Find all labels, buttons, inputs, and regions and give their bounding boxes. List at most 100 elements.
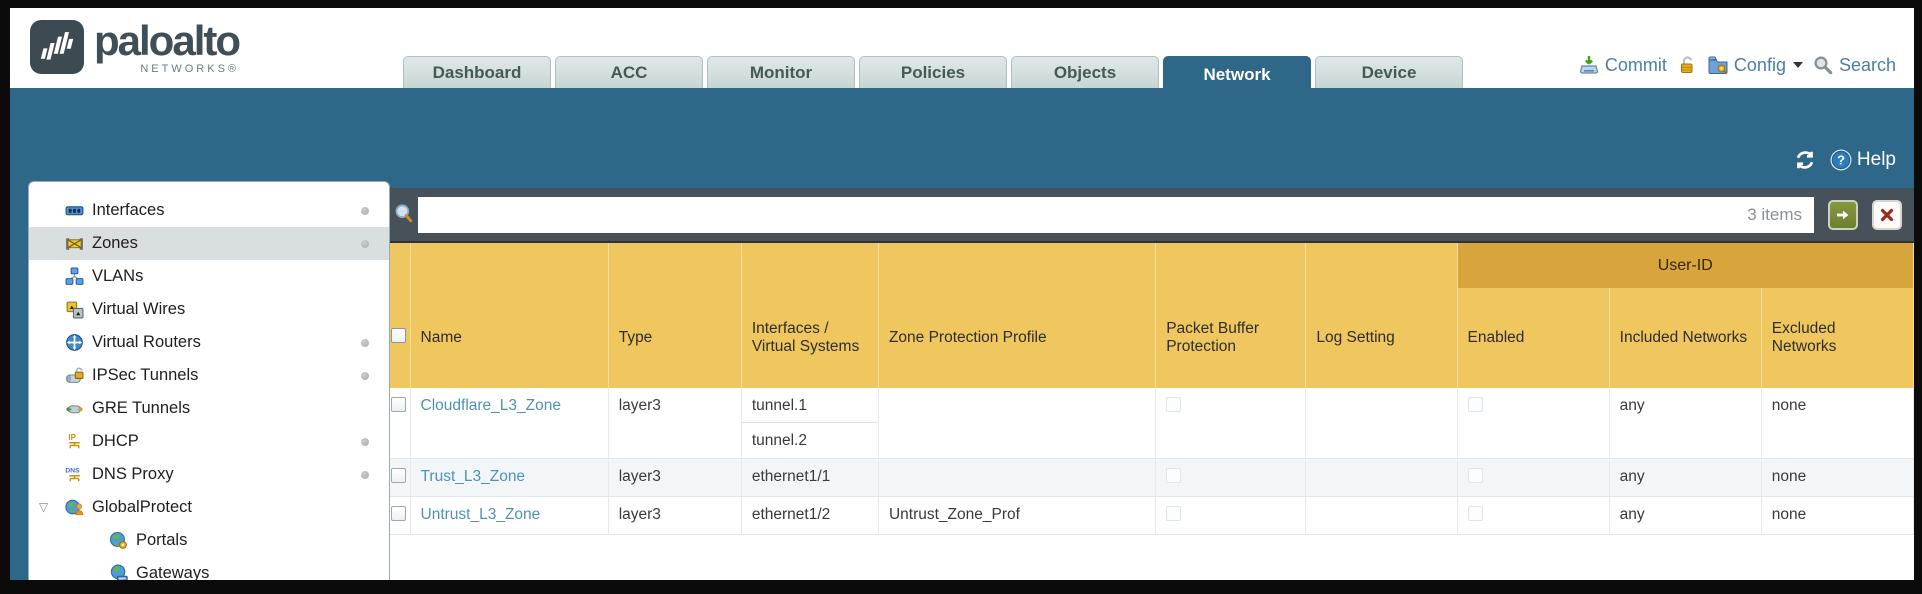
row-checkbox[interactable] [391, 506, 407, 521]
row-select-cell [388, 496, 411, 535]
sidebar-item-dhcp[interactable]: IP DHCP [29, 425, 389, 458]
sidebar-item-label: DNS Proxy [92, 465, 174, 483]
apply-filter-button[interactable] [1828, 200, 1858, 230]
included-networks-cell: any [1609, 496, 1762, 535]
sidebar-item-zones[interactable]: Zones [29, 227, 389, 260]
dhcp-icon: IP [65, 432, 84, 451]
help-button[interactable]: ? Help [1829, 148, 1896, 172]
unlock-icon[interactable] [1676, 54, 1698, 76]
expander-icon[interactable]: ▽ [39, 500, 49, 514]
commit-icon [1578, 54, 1600, 76]
teal-band: ? Help [10, 88, 1914, 188]
log-setting-cell [1305, 458, 1458, 497]
portals-icon [109, 531, 128, 550]
sidebar-item-vlans[interactable]: VLANs [29, 260, 389, 293]
logo-brand: paloalto [94, 17, 241, 64]
zone-name-cell: Cloudflare_L3_Zone [410, 388, 609, 459]
header-spacer [741, 243, 879, 288]
sidebar-item-globalprotect[interactable]: ▽GlobalProtect [29, 491, 389, 524]
globalprotect-icon [65, 498, 84, 517]
commit-button[interactable]: Commit [1578, 54, 1667, 76]
log-setting-cell [1305, 496, 1458, 535]
tab-policies[interactable]: Policies [859, 56, 1007, 88]
column-header-included-networks[interactable]: Included Networks [1609, 288, 1762, 388]
row-checkbox[interactable] [391, 397, 407, 412]
sidebar-item-ipsec-tunnels[interactable]: IPSec Tunnels [29, 359, 389, 392]
tab-monitor[interactable]: Monitor [707, 56, 855, 88]
row-checkbox[interactable] [391, 468, 407, 483]
sidebar-item-portals[interactable]: Portals [29, 524, 389, 557]
tab-device[interactable]: Device [1315, 56, 1463, 88]
sidebar-item-label: VLANs [92, 267, 144, 285]
user-id-group-header: User-ID [1457, 243, 1914, 288]
interface-entry: tunnel.2 [751, 432, 807, 449]
tab-dashboard[interactable]: Dashboard [403, 56, 551, 88]
status-dot [361, 372, 369, 380]
filter-bar: 3 items [388, 188, 1914, 243]
tab-network[interactable]: Network [1163, 56, 1311, 93]
user-id-enabled-cell [1457, 458, 1610, 497]
tab-acc[interactable]: ACC [555, 56, 703, 88]
column-header-name[interactable]: Name [410, 288, 609, 388]
sidebar-item-virtual-wires[interactable]: Virtual Wires [29, 293, 389, 326]
interfaces-cell: ethernet1/2 [741, 496, 879, 535]
column-header-excluded-networks[interactable]: Excluded Networks [1761, 288, 1914, 388]
logo-sub: NETWORKS® [140, 63, 240, 75]
header-actions: Commit Co [1578, 54, 1896, 76]
interface-entry: ethernet1/2 [751, 506, 831, 523]
sidebar-item-virtual-routers[interactable]: Virtual Routers [29, 326, 389, 359]
sidebar-item-label: Portals [136, 531, 188, 549]
zone-protection-profile-cell [878, 388, 1157, 459]
sidebar-item-gateways[interactable]: Gateways [29, 557, 389, 580]
search-button[interactable]: Search [1812, 54, 1896, 76]
zone-name-link[interactable]: Untrust_L3_Zone [420, 506, 541, 523]
column-header-interfaces-virtual-systems[interactable]: Interfaces / Virtual Systems [741, 288, 879, 388]
sidebar-item-gre-tunnels[interactable]: GRE Tunnels [29, 392, 389, 425]
clear-filter-button[interactable] [1872, 200, 1902, 230]
dns-proxy-icon: DNS [65, 465, 84, 484]
zones-icon [65, 234, 84, 253]
column-header-type[interactable]: Type [608, 288, 742, 388]
item-count: 3 items [1747, 205, 1802, 224]
user-id-enabled-checkbox [1467, 506, 1483, 521]
config-menu-button[interactable]: Config [1707, 54, 1803, 76]
commit-label: Commit [1604, 54, 1667, 75]
sidebar-item-label: GRE Tunnels [92, 399, 191, 417]
column-header-packet-buffer-protection[interactable]: Packet Buffer Protection [1155, 288, 1307, 388]
column-header-enabled[interactable]: Enabled [1457, 288, 1610, 388]
interfaces-cell: ethernet1/1 [741, 458, 879, 497]
zone-protection-profile-cell [878, 458, 1157, 497]
tab-objects[interactable]: Objects [1011, 56, 1159, 88]
vlans-icon [65, 267, 84, 286]
excluded-networks-cell: none [1761, 458, 1914, 497]
zone-name-link[interactable]: Cloudflare_L3_Zone [420, 397, 561, 414]
column-header-zone-protection-profile[interactable]: Zone Protection Profile [878, 288, 1157, 388]
ipsec-tunnels-icon [65, 366, 84, 385]
sidebar-item-label: Zones [92, 234, 138, 252]
excluded-networks-cell: none [1761, 496, 1914, 535]
sidebar-item-interfaces[interactable]: Interfaces [29, 194, 389, 227]
filter-search-icon [393, 203, 415, 225]
user-id-enabled-checkbox [1467, 468, 1483, 483]
zone-name-link[interactable]: Trust_L3_Zone [420, 468, 526, 485]
search-icon [1812, 54, 1834, 76]
svg-text:IP: IP [68, 433, 75, 442]
sidebar-item-dns-proxy[interactable]: DNS DNS Proxy [29, 458, 389, 491]
select-all-checkbox[interactable] [391, 328, 407, 343]
sidebar-item-label: DHCP [92, 432, 139, 450]
column-header-log-setting[interactable]: Log Setting [1305, 288, 1458, 388]
packet-buffer-protection-cell [1155, 458, 1307, 497]
svg-text:DNS: DNS [65, 467, 80, 474]
user-id-enabled-checkbox [1467, 397, 1483, 412]
refresh-icon[interactable] [1793, 148, 1817, 172]
zone-type-cell: layer3 [608, 496, 742, 535]
interfaces-icon [65, 201, 84, 220]
filter-input[interactable]: 3 items [418, 197, 1814, 233]
